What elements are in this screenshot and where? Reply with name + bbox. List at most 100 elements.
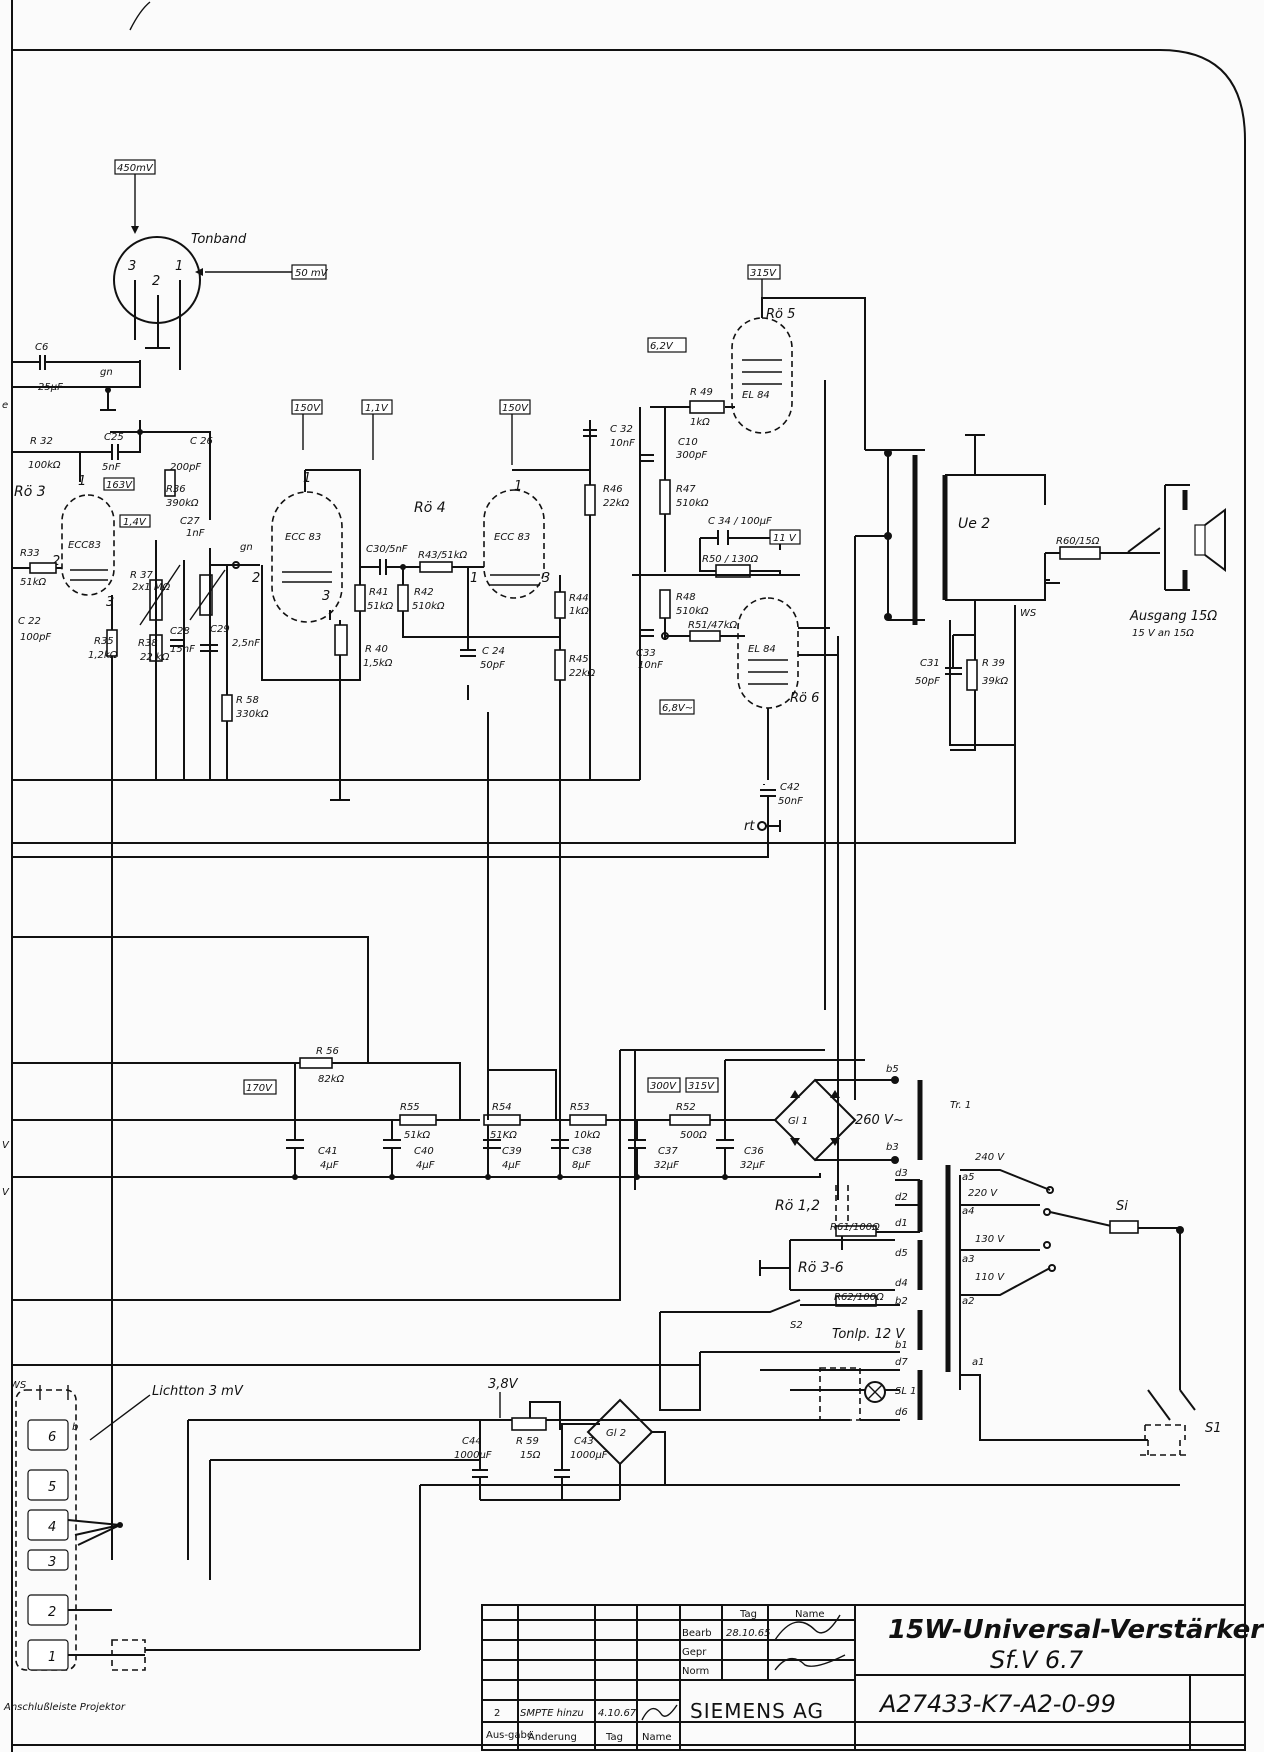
v14-box — [119, 514, 151, 528]
c10-label: C10 — [678, 437, 698, 448]
r54-value: 51KΩ — [490, 1130, 517, 1141]
c39-cap — [483, 1139, 501, 1149]
r39-resistor — [966, 659, 978, 691]
r60-resistor — [1059, 546, 1101, 560]
c25-label: C25 — [104, 432, 124, 443]
r37-wiper — [139, 564, 226, 626]
ro5-plate — [761, 297, 866, 450]
v315b-label: 315V — [688, 1081, 715, 1092]
tr1-d-taps — [895, 1179, 920, 1233]
c31-cap — [945, 667, 962, 675]
v260-label: 260 V~ — [855, 1113, 904, 1128]
r45-value: 22kΩ — [569, 668, 596, 679]
sl-frame — [819, 1367, 861, 1421]
ro4b-pin8: 3 — [542, 571, 550, 586]
ro6-grids — [748, 659, 788, 685]
b3-node — [891, 1156, 899, 1164]
v315a-box — [747, 264, 781, 280]
bus-937 — [12, 936, 369, 1063]
ro4a-ground — [330, 700, 350, 801]
c40-value: 4μF — [416, 1160, 435, 1171]
c24-label: C 24 — [482, 646, 505, 657]
c38-value: 8μF — [572, 1160, 591, 1171]
c25-cap — [111, 444, 119, 460]
ecc83b-label: ECC 83 — [285, 532, 321, 543]
v110-label: 110 V — [975, 1272, 1005, 1283]
node-ue2-c — [884, 613, 892, 621]
d3-label: d3 — [895, 1168, 908, 1179]
c32-value: 10nF — [610, 438, 635, 449]
c22-value: 100pF — [20, 632, 51, 643]
ro4b-grid-wire — [467, 566, 484, 700]
ue2-label: Ue 2 — [958, 516, 990, 532]
c36-cap — [716, 1120, 734, 1177]
rt-terminal — [757, 821, 767, 831]
c28-cap — [170, 639, 184, 647]
speaker-body — [1194, 524, 1206, 556]
r59-wiper — [529, 1401, 561, 1430]
r49-label: R 49 — [690, 387, 713, 398]
s1-label: S1 — [1205, 1421, 1222, 1436]
node-g1 — [292, 1174, 298, 1180]
r48-resistor — [659, 589, 671, 619]
ro36-loop — [789, 1239, 895, 1291]
r62-label: R62/100Ω — [834, 1292, 884, 1303]
c10-value: 300pF — [676, 450, 707, 461]
tb-col-tag: Tag — [605, 1732, 623, 1743]
c40-cap — [383, 1120, 401, 1177]
v130-label: 130 V — [975, 1234, 1005, 1245]
v150b-box — [499, 399, 531, 415]
fuse-wire — [1049, 1211, 1181, 1390]
b5-label: b5 — [886, 1064, 899, 1075]
r46-label: R46 — [603, 484, 623, 495]
b2-label: b2 — [895, 1296, 908, 1307]
c30-cap — [379, 559, 387, 575]
el84a-label: EL 84 — [742, 390, 770, 401]
tonband-pin1: 1 — [175, 259, 183, 274]
r59-resistor — [511, 1417, 547, 1431]
r45-resistor — [554, 649, 566, 681]
si-label: Si — [1116, 1199, 1128, 1214]
ro4b-tube — [483, 489, 545, 599]
s1-switch — [1147, 1389, 1196, 1421]
s2-switch — [660, 1299, 900, 1313]
projector-pin6: 6 — [48, 1430, 56, 1445]
v450-arrowhead — [131, 226, 139, 234]
c37-cap — [628, 1120, 646, 1177]
ro4a-grid — [282, 571, 332, 583]
r39-label: R 39 — [982, 658, 1005, 669]
corner-mark — [129, 1, 151, 31]
projector-pin1: 1 — [48, 1650, 56, 1665]
r47-label: R47 — [676, 484, 696, 495]
c33-value: 10nF — [638, 660, 663, 671]
r54-bridge — [487, 1069, 557, 1120]
node-g5 — [634, 1174, 640, 1180]
tb-revision-date: 4.10.67 — [598, 1708, 637, 1719]
r36-value: 390kΩ — [166, 498, 199, 509]
c44-cap — [472, 1420, 488, 1500]
r52-resistor — [669, 1114, 711, 1126]
c31-r39-wire — [952, 634, 976, 668]
c37-label: C37 — [658, 1146, 678, 1157]
gn2-node — [232, 561, 240, 569]
r58-label: R 58 — [236, 695, 259, 706]
r49-value: 1kΩ — [690, 417, 710, 428]
v150b-label: 150V — [502, 403, 529, 414]
s1-linkage — [1144, 1424, 1186, 1440]
c26-value: 200pF — [170, 462, 201, 473]
c43-value: 1000μF — [570, 1450, 608, 1461]
tb-row-gepr: Gepr — [682, 1647, 707, 1658]
r47-value: 510kΩ — [676, 498, 709, 509]
ro3-pin3: 3 — [106, 595, 114, 610]
tb-bearb-date: 28.10.65 — [726, 1628, 771, 1639]
c38-label: C38 — [572, 1146, 592, 1157]
gl1-label: Gl 1 — [788, 1116, 808, 1127]
plate-wire — [110, 420, 141, 433]
c29-label: C29 — [210, 624, 230, 635]
v11b-label: 11 V — [773, 533, 797, 544]
c37-value: 32μF — [654, 1160, 679, 1171]
r58-value: 330kΩ — [236, 709, 269, 720]
r56-resistor — [299, 1057, 333, 1069]
